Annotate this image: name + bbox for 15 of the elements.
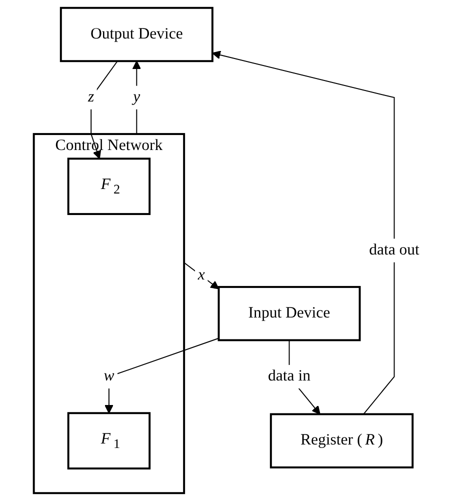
node-box: Input Device (218, 286, 362, 342)
edge-label: z (88, 88, 95, 106)
edge-label: y (134, 88, 141, 106)
edge-label: x (198, 266, 206, 284)
node-box: Register (R) (270, 413, 414, 468)
node-box: Output Device (60, 6, 214, 62)
edge-label: data in (268, 368, 311, 385)
arrow (105, 338, 220, 414)
node-box: F$_{1}$ (68, 412, 151, 470)
edge-label: data out (369, 242, 420, 258)
arrow (90, 60, 118, 160)
node-box: F$_{2}$ (68, 158, 151, 216)
edge-label: w (104, 368, 115, 385)
arrow (132, 60, 142, 135)
arrow (184, 262, 220, 290)
